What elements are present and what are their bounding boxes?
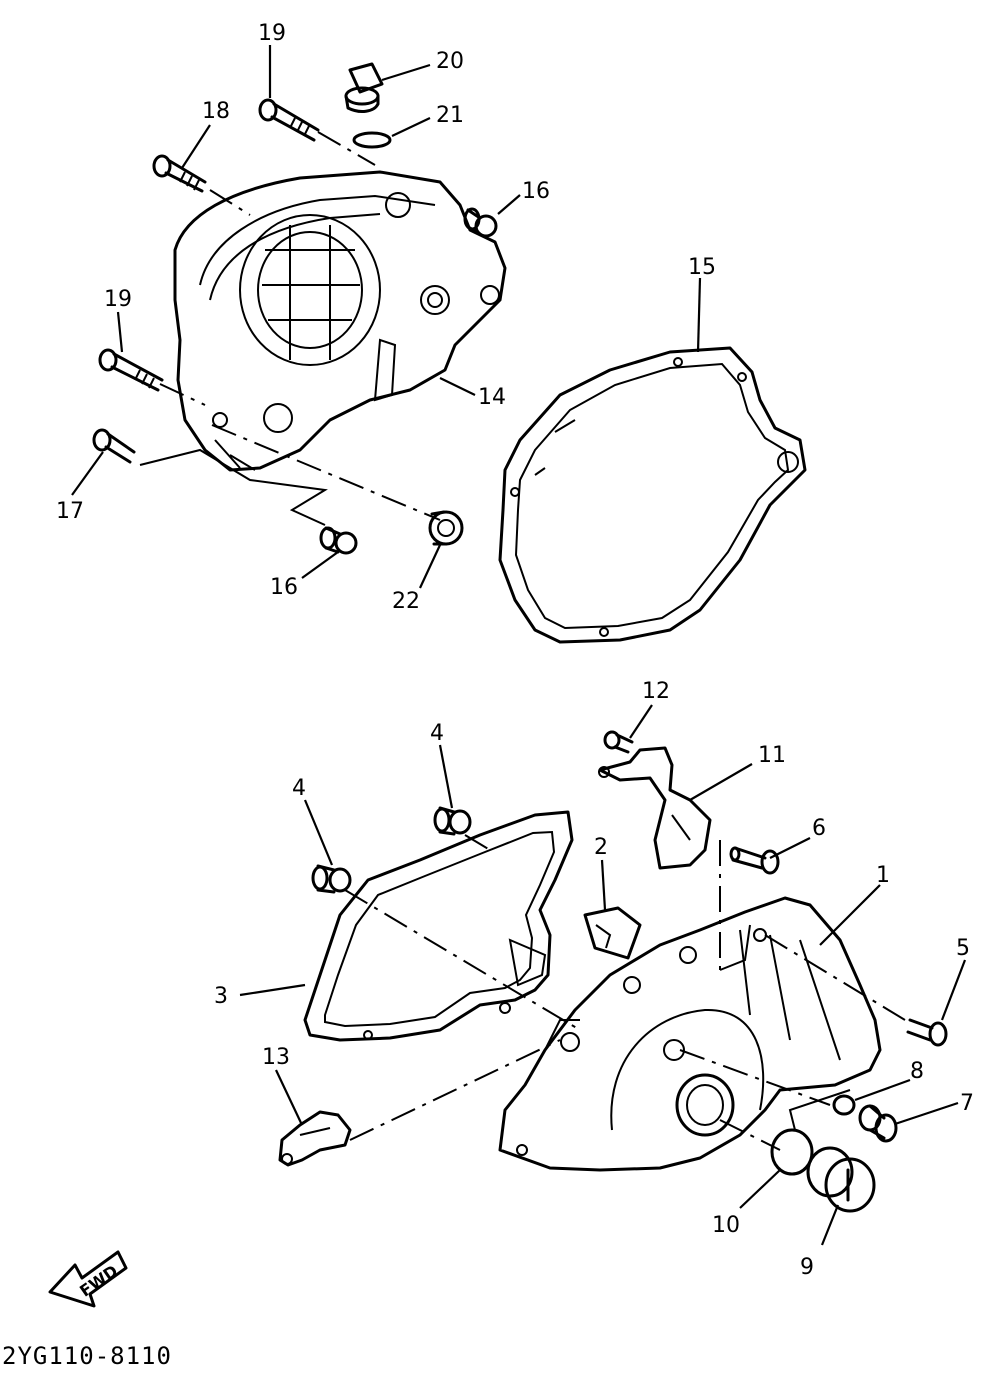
callout-13: 13 xyxy=(262,1045,290,1070)
plug-7 xyxy=(858,1104,898,1143)
part-2 xyxy=(583,906,642,960)
callout-1: 1 xyxy=(876,863,890,888)
oil-seal-22 xyxy=(428,510,464,546)
bolt-19-top xyxy=(258,98,320,142)
callout-10: 10 xyxy=(712,1213,740,1238)
callout-6: 6 xyxy=(812,816,826,841)
callout-20: 20 xyxy=(436,49,464,74)
cap-9 xyxy=(806,1146,876,1213)
dowel-pin-4-left xyxy=(311,864,352,894)
callout-22: 22 xyxy=(392,589,420,614)
bolt-17 xyxy=(92,428,136,464)
callout-11: 11 xyxy=(758,743,786,768)
callout-16-top: 16 xyxy=(522,179,550,204)
callout-21: 21 xyxy=(436,103,464,128)
bracket-11 xyxy=(598,746,712,870)
callout-4-right: 4 xyxy=(430,721,444,746)
bolt-6 xyxy=(729,846,780,875)
callout-4-left: 4 xyxy=(292,776,306,801)
gasket-15 xyxy=(498,346,807,644)
callout-16-bottom: 16 xyxy=(270,575,298,600)
bracket-13 xyxy=(278,1110,352,1167)
bolt-18 xyxy=(152,154,207,193)
callout-18: 18 xyxy=(202,99,230,124)
callout-8: 8 xyxy=(910,1059,924,1084)
callout-5: 5 xyxy=(956,936,970,961)
callout-12: 12 xyxy=(642,679,670,704)
callout-7: 7 xyxy=(960,1091,974,1116)
dowel-pin-16-bottom xyxy=(319,526,358,555)
diagram-code: 2YG110-8110 xyxy=(2,1342,172,1370)
callout-19-left: 19 xyxy=(104,287,132,312)
forward-direction-arrow: FWD xyxy=(48,1250,128,1308)
o-ring-21 xyxy=(352,131,392,149)
bolt-19-left xyxy=(98,348,164,392)
bolt-5 xyxy=(906,1018,948,1047)
callout-9: 9 xyxy=(800,1255,814,1280)
dowel-pin-16-top xyxy=(463,207,498,238)
callout-3: 3 xyxy=(214,984,228,1009)
callout-14: 14 xyxy=(478,385,506,410)
gasket-3 xyxy=(303,810,574,1042)
callout-15: 15 xyxy=(688,255,716,280)
o-ring-8 xyxy=(832,1094,856,1116)
o-ring-10 xyxy=(770,1128,814,1176)
callout-17: 17 xyxy=(56,499,84,524)
crankcase-cover-lower xyxy=(498,896,882,1172)
callout-2: 2 xyxy=(594,835,608,860)
screw-12 xyxy=(603,730,634,754)
leader-lines xyxy=(71,45,967,1246)
callout-19-top: 19 xyxy=(258,21,286,46)
oil-filler-plug-20 xyxy=(344,62,384,113)
crankcase-cover-upper xyxy=(173,170,507,472)
dowel-pin-4-right xyxy=(433,806,472,836)
